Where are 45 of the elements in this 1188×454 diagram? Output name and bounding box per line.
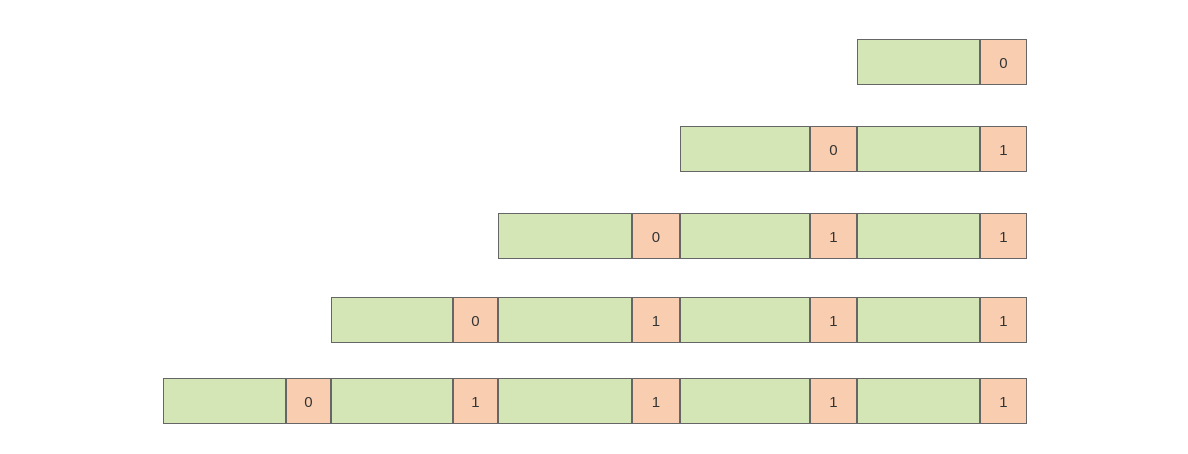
bit-cell bbox=[632, 378, 680, 424]
bit-cell bbox=[810, 378, 857, 424]
data-block bbox=[498, 213, 632, 259]
bit-cell bbox=[810, 213, 857, 259]
bit-cell bbox=[453, 378, 498, 424]
data-block bbox=[498, 378, 632, 424]
data-block bbox=[857, 126, 980, 172]
bit-value: 1 bbox=[999, 227, 1008, 245]
bit-value: 1 bbox=[829, 227, 838, 245]
bit-cell bbox=[980, 213, 1027, 259]
bit-value: 1 bbox=[651, 311, 661, 329]
data-block bbox=[680, 378, 810, 424]
bit-value: 1 bbox=[471, 392, 480, 410]
bit-cell bbox=[980, 39, 1027, 85]
bit-value: 1 bbox=[999, 392, 1008, 410]
bit-value: 0 bbox=[471, 311, 480, 329]
data-block bbox=[680, 297, 810, 343]
bit-value: 1 bbox=[829, 392, 838, 410]
bit-value: 1 bbox=[999, 140, 1008, 158]
data-block bbox=[680, 213, 810, 259]
bit-value: 1 bbox=[651, 392, 661, 410]
bit-cell bbox=[980, 297, 1027, 343]
data-block bbox=[857, 297, 980, 343]
data-block bbox=[857, 378, 980, 424]
bit-cell bbox=[632, 297, 680, 343]
bit-value: 0 bbox=[651, 227, 661, 245]
data-block bbox=[331, 297, 453, 343]
bit-value: 1 bbox=[829, 311, 838, 329]
bit-cell bbox=[980, 126, 1027, 172]
data-block bbox=[680, 126, 810, 172]
data-block bbox=[857, 39, 980, 85]
bit-value: 0 bbox=[829, 140, 838, 158]
data-block bbox=[163, 378, 286, 424]
bit-cell bbox=[810, 297, 857, 343]
bit-value: 0 bbox=[304, 392, 313, 410]
bit-cell bbox=[810, 126, 857, 172]
bit-cell bbox=[286, 378, 331, 424]
bit-value: 0 bbox=[999, 53, 1008, 71]
data-block bbox=[498, 297, 632, 343]
bit-cell bbox=[980, 378, 1027, 424]
bit-value: 1 bbox=[999, 311, 1008, 329]
data-block bbox=[331, 378, 453, 424]
bit-cell bbox=[632, 213, 680, 259]
bit-cell bbox=[453, 297, 498, 343]
data-block bbox=[857, 213, 980, 259]
